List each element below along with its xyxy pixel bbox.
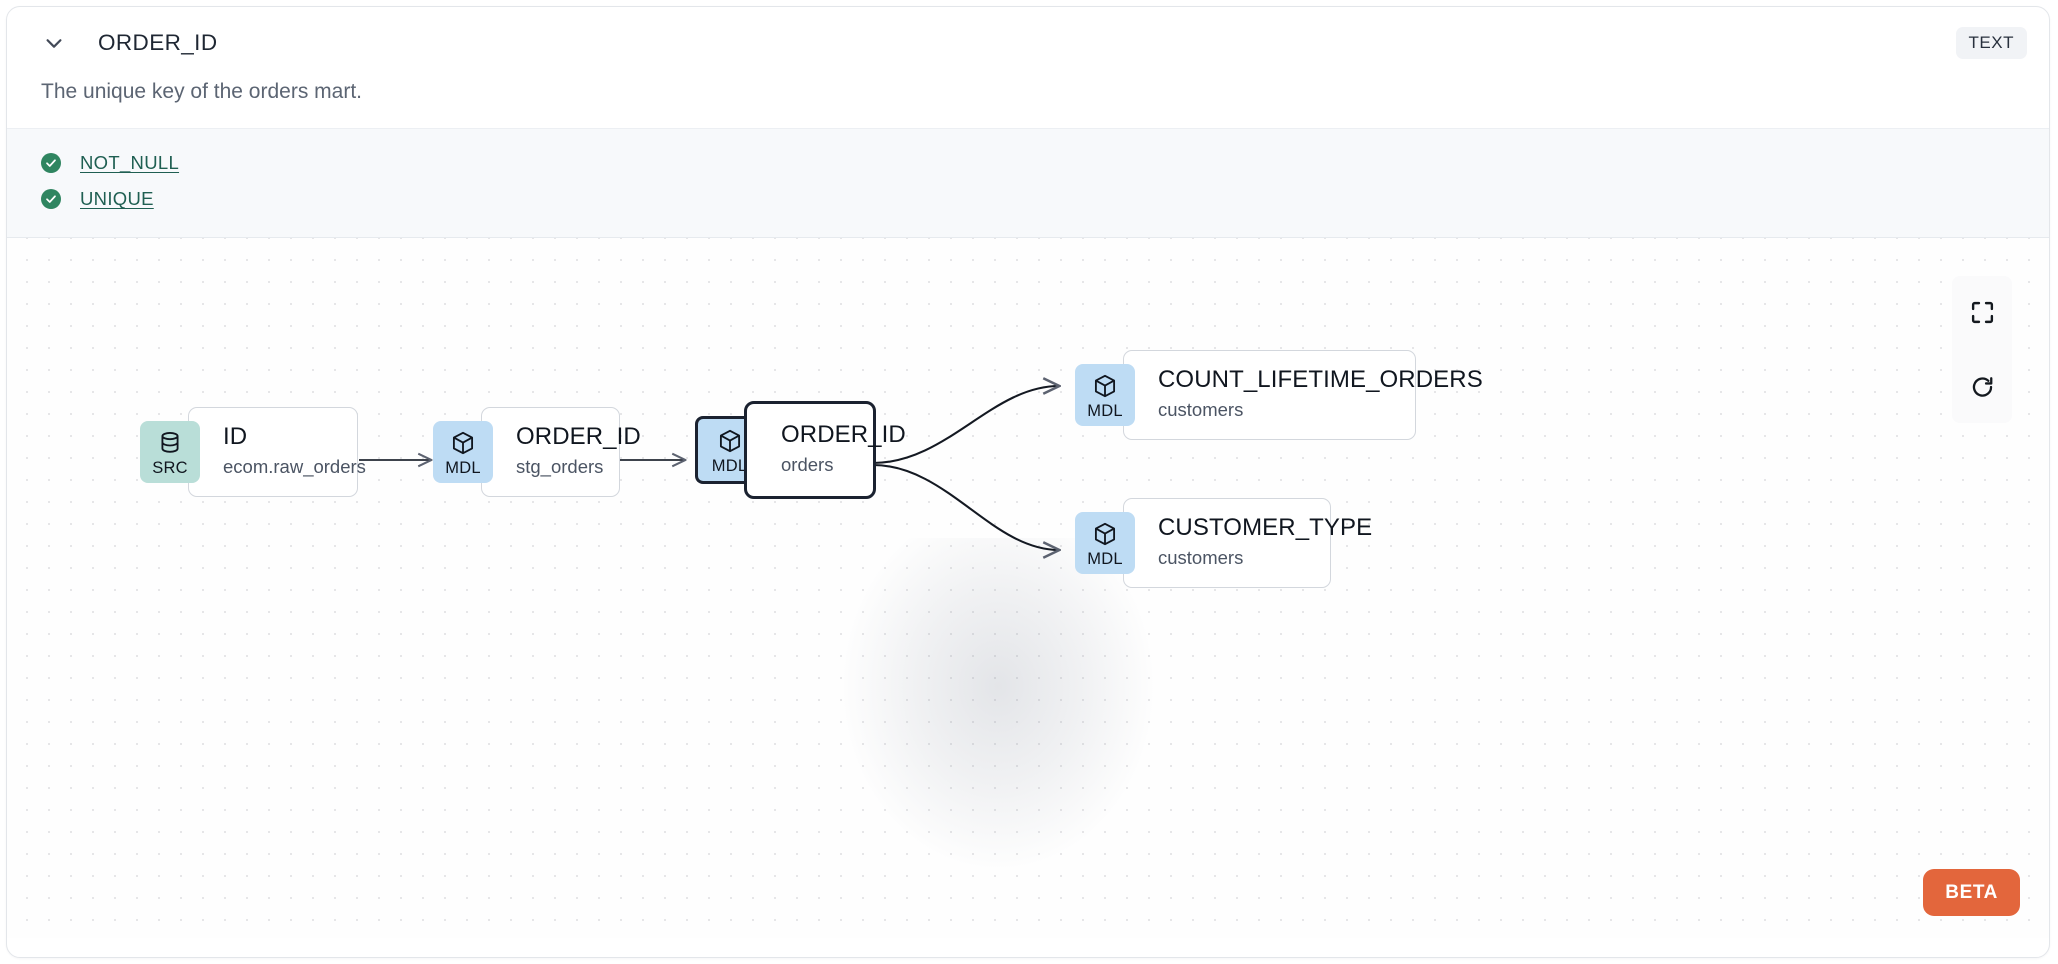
lineage-node-count-lifetime-orders[interactable]: MDL COUNT_LIFETIME_ORDERS customers [1075, 350, 1483, 441]
test-link-unique[interactable]: UNIQUE [80, 188, 154, 210]
test-link-not-null[interactable]: NOT_NULL [80, 152, 180, 174]
chevron-down-icon[interactable] [41, 30, 67, 56]
lineage-node-id[interactable]: SRC ID ecom.raw_orders [140, 407, 366, 498]
node-card: ID ecom.raw_orders [188, 407, 366, 498]
lineage-node-orders-selected[interactable]: MDL ORDER_ID orders [695, 401, 906, 500]
fit-view-icon [1971, 301, 1993, 323]
data-type-badge: TEXT [1955, 27, 2027, 59]
lineage-edges [359, 238, 2049, 938]
beta-badge[interactable]: BETA [1923, 869, 2020, 917]
node-subtitle: stg_orders [516, 456, 604, 478]
node-title: CUSTOMER_TYPE [1158, 514, 1373, 542]
lineage-node-stg-orders[interactable]: MDL ORDER_ID stg_orders [433, 407, 641, 498]
cube-icon [1094, 522, 1116, 546]
node-card: COUNT_LIFETIME_ORDERS customers [1123, 350, 1483, 441]
test-row: UNIQUE [7, 181, 2049, 217]
panel-header: ORDER_ID TEXT [7, 7, 2049, 79]
node-kind-label: MDL [711, 456, 748, 475]
node-subtitle: ecom.raw_orders [223, 456, 366, 478]
tests-section: NOT_NULL UNIQUE [7, 128, 2049, 239]
node-subtitle: customers [1158, 547, 1244, 569]
node-card: ORDER_ID stg_orders [481, 407, 641, 498]
page-title: ORDER_ID [98, 30, 218, 55]
node-subtitle: orders [781, 454, 834, 476]
reset-button[interactable] [1952, 351, 2012, 424]
node-kind-label: MDL [445, 458, 481, 477]
fit-view-button[interactable] [1952, 276, 2012, 349]
cube-icon [452, 431, 474, 455]
column-detail-panel: ORDER_ID TEXT The unique key of the orde… [6, 6, 2050, 958]
cube-icon [719, 429, 740, 453]
node-kind-label: MDL [1087, 549, 1123, 568]
check-circle-icon [41, 153, 61, 174]
check-circle-icon [41, 189, 61, 210]
node-kind-badge-src: SRC [140, 420, 200, 484]
node-title: COUNT_LIFETIME_ORDERS [1158, 366, 1483, 394]
column-description: The unique key of the orders mart. [41, 80, 362, 103]
node-kind-badge-mdl: MDL [1075, 363, 1135, 427]
node-title: ORDER_ID [516, 423, 641, 451]
lineage-canvas[interactable]: SRC ID ecom.raw_orders MDL [7, 238, 2049, 939]
node-kind-label: SRC [152, 458, 188, 477]
refresh-icon [1972, 376, 1992, 397]
node-card: ORDER_ID orders [744, 401, 906, 500]
node-card: CUSTOMER_TYPE customers [1123, 498, 1373, 589]
node-title: ORDER_ID [781, 421, 906, 449]
lineage-node-customer-type[interactable]: MDL CUSTOMER_TYPE customers [1075, 498, 1373, 589]
node-subtitle: customers [1158, 399, 1244, 421]
database-icon [161, 431, 179, 453]
cube-icon [1094, 374, 1116, 398]
test-row: NOT_NULL [7, 145, 2049, 181]
canvas-controls [1952, 276, 2012, 424]
node-kind-badge-mdl: MDL [433, 420, 493, 484]
node-title: ID [223, 423, 248, 451]
node-kind-label: MDL [1087, 401, 1123, 420]
node-kind-badge-mdl: MDL [1075, 511, 1135, 575]
